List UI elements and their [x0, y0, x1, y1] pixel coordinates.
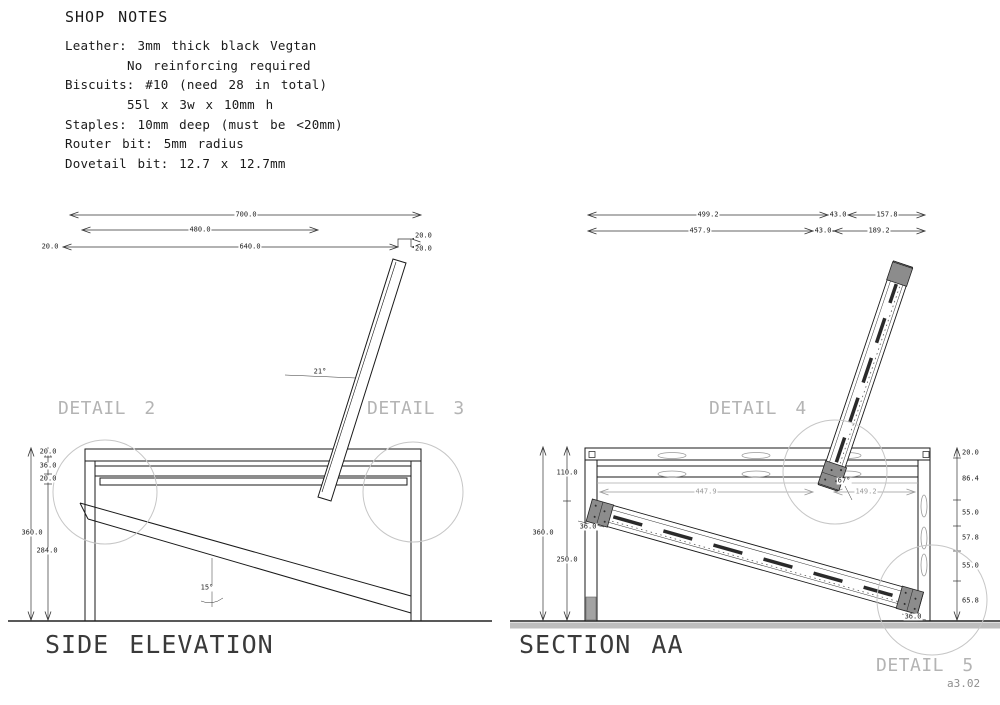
dim-aa-strut-left: 36.0 — [578, 522, 598, 531]
dim-aa-top-1: 499.2 — [696, 210, 720, 219]
dim-aa-top-3: 157.8 — [875, 210, 899, 219]
note-leather: Leather: 3mm thick black Vegtan — [65, 38, 317, 53]
detail-2-circle — [52, 439, 158, 545]
shop-notes-title: SHOP NOTES — [65, 8, 169, 26]
sheet-number: a3.02 — [947, 677, 981, 690]
aa-ground-shading — [510, 622, 1000, 629]
dim-aa-left-lower: 250.0 — [555, 555, 579, 564]
se-chair-frame — [79, 448, 422, 622]
dim-rail-height: 36.0 — [38, 461, 58, 470]
dim-aa-chain-6: 65.8 — [961, 596, 980, 605]
dim-aa-strut-right: 36.0 — [903, 612, 923, 621]
dim-step-top: 20.0 — [414, 231, 433, 240]
detail-2-label: DETAIL 2 — [58, 398, 156, 419]
note-biscuit-size: 55l x 3w x 10mm h — [127, 97, 274, 113]
dim-aa-chain-1: 20.0 — [961, 448, 980, 457]
dim-back-angle: 21° — [312, 367, 328, 376]
dim-inner-width: 640.0 — [238, 242, 262, 251]
dim-aa-chain-2: 86.4 — [961, 474, 980, 483]
dim-aa-second-3: 189.2 — [867, 226, 891, 235]
dim-aa-left-overall: 360.0 — [531, 528, 555, 537]
dim-brace-angle: 15° — [199, 583, 215, 592]
aa-seat-strut — [585, 498, 925, 615]
note-reinforce: No reinforcing required — [127, 57, 311, 73]
se-diagonal-brace — [79, 502, 412, 614]
dim-aa-chain-3: 55.0 — [961, 508, 980, 517]
dim-aa-inner-left: 447.9 — [694, 487, 718, 496]
dim-top-thickness: 20.0 — [38, 447, 58, 456]
note-staples: Staples: 10mm deep (must be <20mm) — [65, 116, 343, 132]
dim-aa-second-1: 457.9 — [688, 226, 712, 235]
aa-dovetail-key-right — [895, 585, 925, 615]
detail-3-circle — [362, 441, 464, 543]
detail-circles — [52, 419, 988, 656]
dim-aa-left-upper: 110.0 — [555, 468, 579, 477]
dim-seat-width: 480.0 — [188, 225, 212, 234]
dim-aa-inner-right: 149.2 — [854, 487, 878, 496]
aa-backrest-cap — [886, 261, 914, 287]
detail-4-circle — [782, 419, 888, 525]
dim-left-offset: 20.0 — [40, 242, 60, 251]
side-elevation-title: SIDE ELEVATION — [45, 630, 274, 659]
dim-aa-chain-5: 55.0 — [961, 561, 980, 570]
dim-under-clearance: 284.0 — [35, 546, 59, 555]
dim-aa-back-angle: 67° — [836, 476, 852, 485]
note-dovetail-bit: Dovetail bit: 12.7 x 12.7mm — [65, 156, 286, 172]
dim-aa-chain-4: 57.8 — [961, 533, 980, 542]
dim-sub-rail: 20.0 — [38, 474, 58, 483]
dim-step-side: 20.0 — [414, 244, 433, 253]
section-aa-title: SECTION AA — [519, 630, 684, 659]
note-router-bit: Router bit: 5mm radius — [65, 136, 244, 152]
detail-5-label: DETAIL 5 — [876, 655, 974, 676]
aa-dovetail-key-left — [585, 498, 615, 528]
dim-overall-width: 700.0 — [234, 210, 258, 219]
se-backrest-strut — [317, 258, 407, 502]
note-biscuits: Biscuits: #10 (need 28 in total) — [65, 77, 328, 93]
aa-leg-section-fill — [585, 596, 597, 621]
aa-backrest-strut — [817, 260, 914, 492]
dim-overall-height: 360.0 — [20, 528, 44, 537]
detail-5-circle — [876, 544, 988, 656]
detail-3-label: DETAIL 3 — [367, 398, 465, 419]
shop-notes: SHOP NOTES Leather: 3mm thick black Vegt… — [65, 8, 343, 176]
dim-aa-second-2: 43.0 — [813, 226, 833, 235]
dim-aa-top-2: 43.0 — [828, 210, 848, 219]
detail-4-label: DETAIL 4 — [709, 398, 807, 419]
